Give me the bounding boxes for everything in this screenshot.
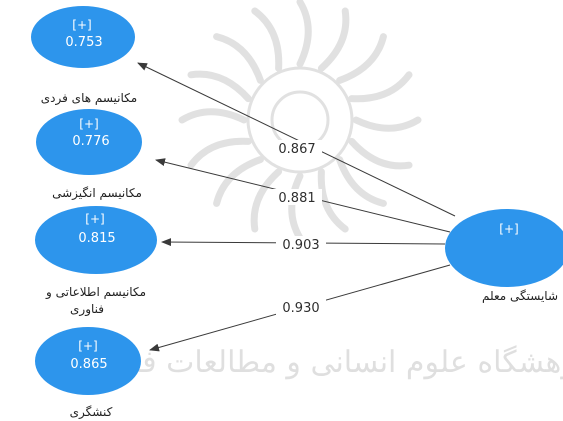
node-ict-circle bbox=[35, 206, 157, 274]
edges: 0.867 0.881 0.903 0.930 bbox=[137, 62, 456, 352]
node-motivational[interactable]: [+] 0.776 مکانیسم انگیزشی bbox=[36, 109, 142, 201]
watermark-ray bbox=[348, 137, 413, 170]
watermark-ray bbox=[352, 116, 422, 132]
watermark-emblem bbox=[178, 0, 422, 242]
watermark-ring bbox=[246, 66, 354, 174]
node-individual-value: 0.753 bbox=[65, 35, 102, 50]
weight-bg-ict bbox=[276, 236, 326, 252]
loading-motivational: 0.881 bbox=[278, 191, 315, 206]
weight-bg-individual bbox=[272, 140, 322, 156]
node-ict-value: 0.815 bbox=[78, 231, 115, 246]
loading-ict: 0.903 bbox=[282, 238, 319, 253]
node-motivational-label: مکانیسم انگیزشی bbox=[52, 186, 142, 201]
node-individual-circle bbox=[31, 6, 135, 68]
watermark-ray bbox=[250, 168, 283, 233]
node-ict[interactable]: [+] 0.815 مکانیسم اطلاعاتی و فناوری bbox=[35, 206, 157, 317]
node-individual[interactable]: [+] 0.753 مکانیسم های فردی bbox=[31, 6, 137, 106]
watermark-ray bbox=[348, 71, 413, 103]
node-ict-label-line1: مکانیسم اطلاعاتی و bbox=[45, 285, 146, 300]
weight-bg-agency bbox=[276, 299, 326, 315]
node-agency-tag: [+] bbox=[78, 339, 97, 353]
edge-individual bbox=[137, 62, 456, 217]
node-teacher-competence-label: شایستگی معلم bbox=[482, 289, 558, 303]
watermark-ray bbox=[178, 108, 248, 124]
watermark-rays bbox=[178, 0, 422, 242]
node-teacher-competence-tag: [+] bbox=[499, 222, 518, 236]
watermark-core bbox=[270, 90, 330, 150]
watermark-ray bbox=[317, 7, 350, 72]
node-agency[interactable]: [+] 0.865 کنشگری bbox=[35, 327, 141, 420]
watermark-ray bbox=[213, 33, 264, 84]
node-teacher-competence-circle bbox=[445, 209, 563, 287]
node-agency-circle bbox=[35, 327, 141, 395]
node-motivational-tag: [+] bbox=[79, 117, 98, 131]
node-teacher-competence[interactable]: [+] شایستگی معلم bbox=[445, 209, 563, 303]
watermark-ray bbox=[336, 156, 387, 207]
node-motivational-value: 0.776 bbox=[72, 134, 109, 149]
watermark-ray bbox=[336, 33, 387, 84]
loading-individual: 0.867 bbox=[278, 142, 315, 157]
watermark-ray bbox=[187, 70, 252, 103]
watermark-ray bbox=[213, 156, 264, 207]
node-individual-tag: [+] bbox=[72, 18, 91, 32]
weight-bg-motivational bbox=[272, 189, 322, 205]
watermark-ray bbox=[251, 7, 283, 72]
watermark-ray bbox=[187, 137, 252, 169]
loading-agency: 0.930 bbox=[282, 301, 319, 316]
watermark-ray bbox=[317, 168, 349, 233]
node-ict-label-line2: فناوری bbox=[70, 302, 104, 317]
watermark-ray bbox=[296, 0, 312, 68]
node-individual-label: مکانیسم های فردی bbox=[41, 91, 137, 106]
node-agency-value: 0.865 bbox=[70, 357, 107, 372]
watermark-ray bbox=[288, 172, 304, 242]
watermark-text: پژوهشگاه علوم انسانی و مطالعات فرهنگی bbox=[59, 345, 563, 380]
node-motivational-circle bbox=[36, 109, 142, 175]
node-ict-tag: [+] bbox=[85, 212, 104, 226]
node-agency-label: کنشگری bbox=[70, 405, 113, 420]
